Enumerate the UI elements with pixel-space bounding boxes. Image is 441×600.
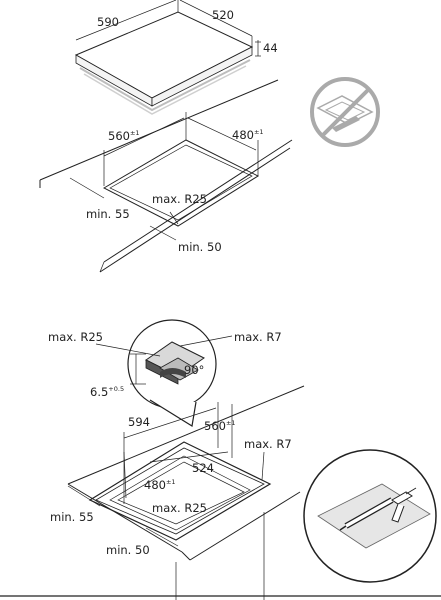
- top-section: 590 520 44 560±1 480±1 min.: [39, 0, 380, 273]
- detail-callout: [95, 319, 233, 427]
- max-radius-label: max. R25: [152, 192, 207, 206]
- min-front-label: min. 55: [50, 510, 94, 524]
- cutout-bottom-dimensions: [67, 402, 265, 547]
- cutout-width-label: 560±1: [108, 129, 140, 143]
- recess-depth-label: 6.5+0.5: [90, 385, 124, 399]
- sealant-gun-icon: [303, 449, 437, 583]
- recess-width-label: 594: [128, 415, 150, 429]
- callout-radius-outer-label: max. R25: [48, 330, 103, 344]
- angle-label: 90°: [184, 363, 204, 377]
- hob-width-label: 590: [97, 15, 119, 29]
- min-side-label: min. 50: [178, 240, 222, 254]
- no-sealant-prohibited-icon: [310, 77, 380, 147]
- cutout-width-label: 560±1: [204, 419, 236, 433]
- cutout-bottom: [88, 441, 272, 541]
- cutout-top-dimensions: [69, 112, 259, 241]
- worktop-top: [39, 79, 293, 273]
- hob-depth-label: 520: [212, 8, 234, 22]
- callout-radius-inner-label: max. R7: [234, 330, 282, 344]
- max-radius-cutout-label: max. R25: [152, 501, 207, 515]
- cutout-depth-label: 480±1: [144, 478, 176, 492]
- recess-depth-dim-label: 524: [192, 461, 214, 475]
- worktop-bottom: [67, 385, 305, 600]
- max-radius-right-label: max. R7: [244, 437, 292, 451]
- hob-height-label: 44: [263, 41, 278, 55]
- min-side-label: min. 50: [106, 543, 150, 557]
- hob-drawing: [74, 11, 254, 115]
- hob-dimensions: [75, 0, 261, 57]
- bottom-section: max. R25 max. R7 90° 6.5+0.5: [48, 319, 437, 600]
- cutout-depth-label: 480±1: [232, 128, 264, 142]
- min-front-label: min. 55: [86, 207, 130, 221]
